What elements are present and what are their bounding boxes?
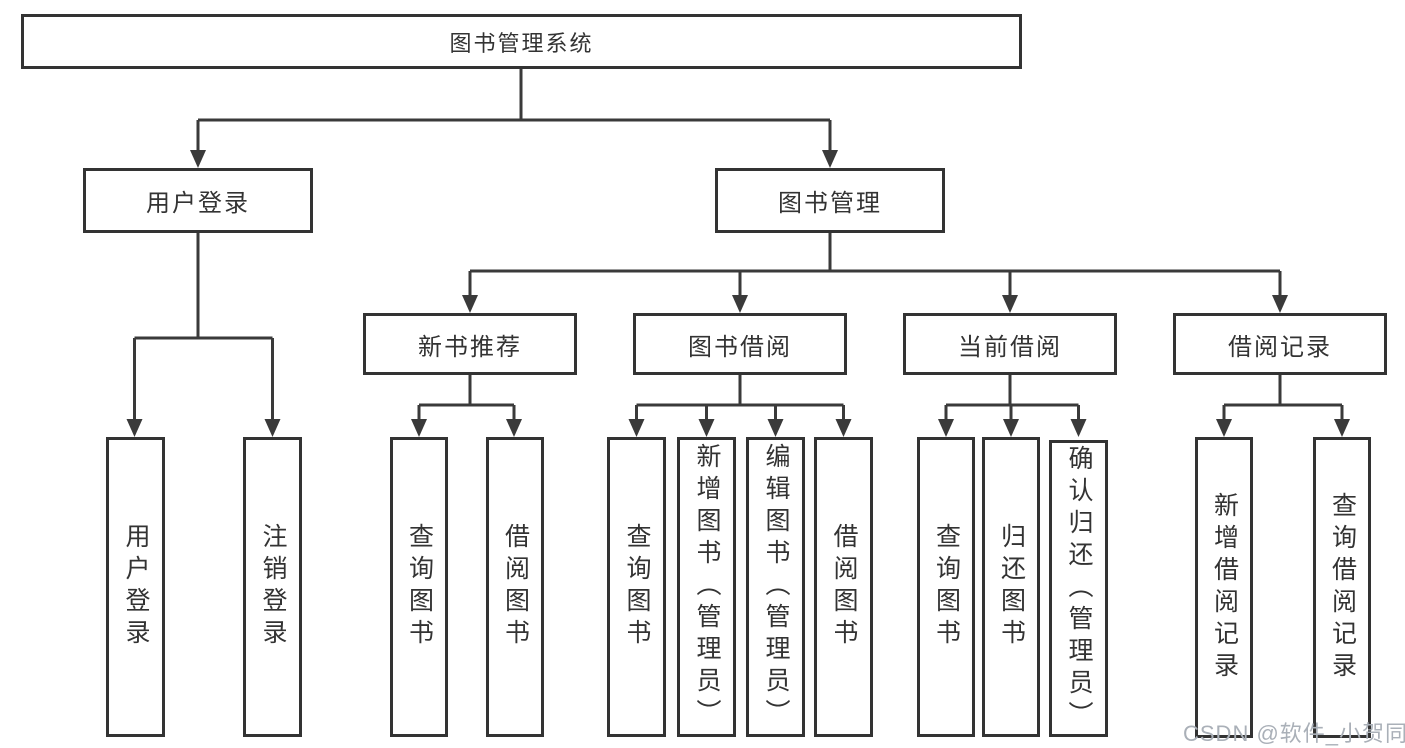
node-book-management: 图书管理 <box>715 168 945 233</box>
leaf-logout: 注销登录 <box>243 437 302 737</box>
leaf-return-books: 归还图书 <box>982 437 1040 737</box>
leaf-add-borrow-record: 新增借阅记录 <box>1195 437 1253 738</box>
node-borrow-records: 借阅记录 <box>1173 313 1387 375</box>
leaf-query-books-borrow: 查询图书 <box>607 437 666 737</box>
watermark-csdn: CSDN @软件_小贺同学 <box>1183 721 1405 746</box>
leaf-query-borrow-record: 查询借阅记录 <box>1313 437 1371 738</box>
node-root-library-system: 图书管理系统 <box>21 14 1022 69</box>
leaf-query-books-recommend: 查询图书 <box>390 437 448 737</box>
leaf-user-login: 用户登录 <box>106 437 165 737</box>
node-current-borrow: 当前借阅 <box>903 313 1117 375</box>
leaf-query-books-current: 查询图书 <box>917 437 975 737</box>
leaf-borrow-books-recommend: 借阅图书 <box>486 437 544 737</box>
leaf-confirm-return-admin: 确认归还（管理员） <box>1049 440 1108 737</box>
leaf-borrow-books: 借阅图书 <box>814 437 873 737</box>
node-book-borrow: 图书借阅 <box>633 313 847 375</box>
node-new-book-recommend: 新书推荐 <box>363 313 577 375</box>
node-user-login: 用户登录 <box>83 168 313 233</box>
leaf-edit-books-admin: 编辑图书（管理员） <box>746 437 805 737</box>
leaf-add-books-admin: 新增图书（管理员） <box>677 437 736 737</box>
